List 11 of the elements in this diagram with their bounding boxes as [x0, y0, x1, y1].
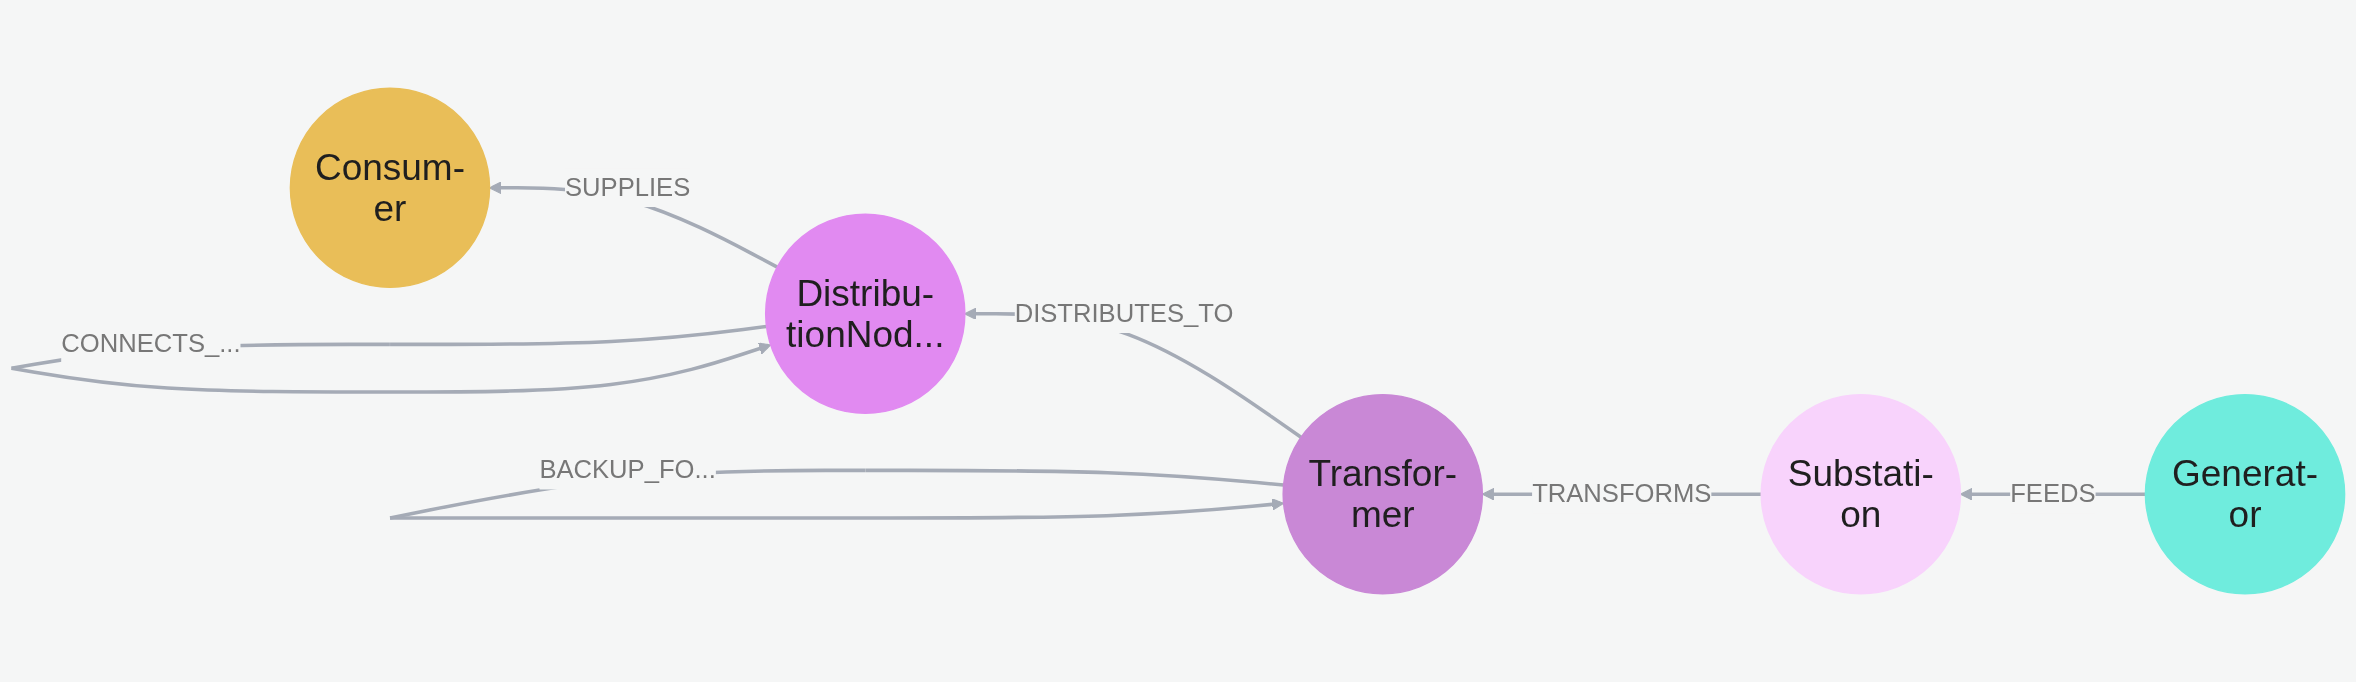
edge-label: SUPPLIES	[564, 172, 691, 202]
node-circle: Substati- on	[1760, 393, 1962, 595]
edge-label: FEEDS	[2010, 479, 2096, 508]
node-circle: Generat- or	[2144, 393, 2346, 595]
node-circle: Transfor- mer	[1282, 393, 1484, 595]
edge-label: TRANSFORMS	[1532, 479, 1712, 508]
edge-label: CONNECTS_...	[61, 329, 241, 358]
edge-label: DISTRIBUTES_TO	[1014, 298, 1234, 328]
edge-label: BACKUP_FO...	[539, 455, 716, 484]
node-circle: Distribu- tionNod...	[764, 213, 966, 415]
node-circle: Consum- er	[289, 87, 491, 289]
